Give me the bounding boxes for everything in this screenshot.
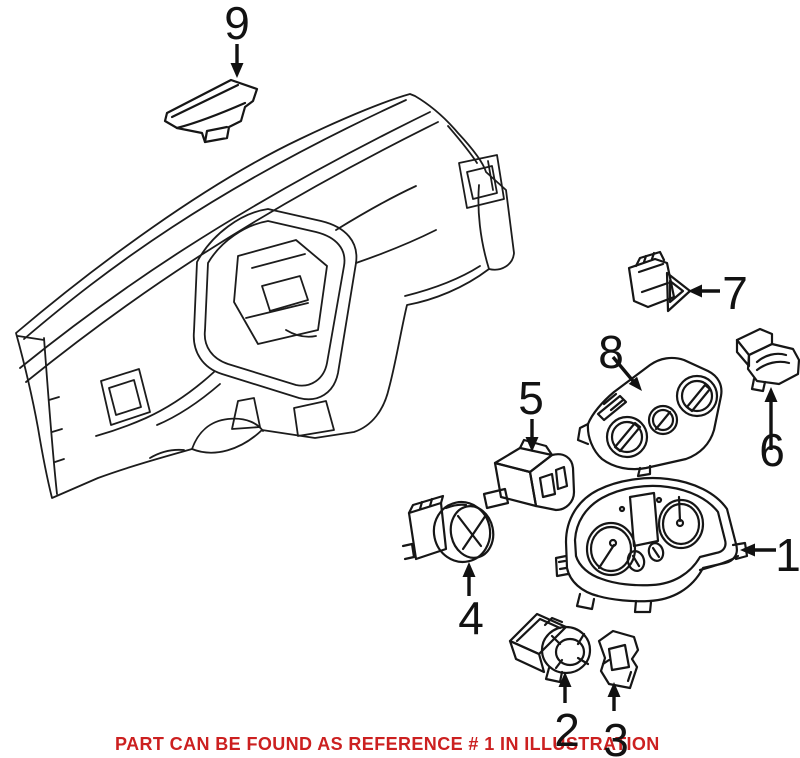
callout-7-label: 7 (722, 267, 748, 319)
callout-7-arrow (688, 284, 720, 298)
callout-8-label: 8 (598, 326, 624, 378)
part-8-climate-control-drawing (576, 356, 723, 478)
callout-4-label: 4 (458, 592, 484, 644)
callout-3-arrow (607, 682, 621, 711)
callout-8-arrow (611, 355, 642, 391)
callout-6-label: 6 (759, 424, 785, 476)
callout-2-arrow (558, 672, 572, 703)
part-7-sensor-drawing (627, 250, 692, 313)
callout-2-label: 2 (554, 704, 580, 756)
part-3-bracket-drawing (597, 629, 640, 690)
part-6-switch-drawing (735, 327, 800, 393)
callout-5-arrow (525, 419, 539, 452)
reference-caption: PART CAN BE FOUND AS REFERENCE # 1 IN IL… (115, 734, 660, 754)
callout-labels: 1 2 3 4 5 6 7 8 9 (224, 0, 800, 758)
part-9-bracket-drawing (163, 78, 259, 144)
callout-arrows (230, 44, 778, 711)
part-1-instrument-cluster-drawing (554, 476, 749, 614)
callout-9-label: 9 (224, 0, 250, 49)
part-2-switch-drawing (508, 612, 592, 684)
callout-4-arrow (462, 562, 476, 596)
callout-1-label: 1 (775, 529, 800, 581)
callout-3-label: 3 (603, 714, 629, 758)
part-5-switch-drawing (482, 438, 576, 512)
part-4-headlight-switch-drawing (401, 494, 495, 564)
callout-9-arrow (230, 44, 244, 78)
dashboard-drawing (15, 93, 515, 499)
callout-6-arrow (764, 387, 778, 450)
callout-5-label: 5 (518, 372, 544, 424)
callout-1-arrow (740, 543, 776, 557)
